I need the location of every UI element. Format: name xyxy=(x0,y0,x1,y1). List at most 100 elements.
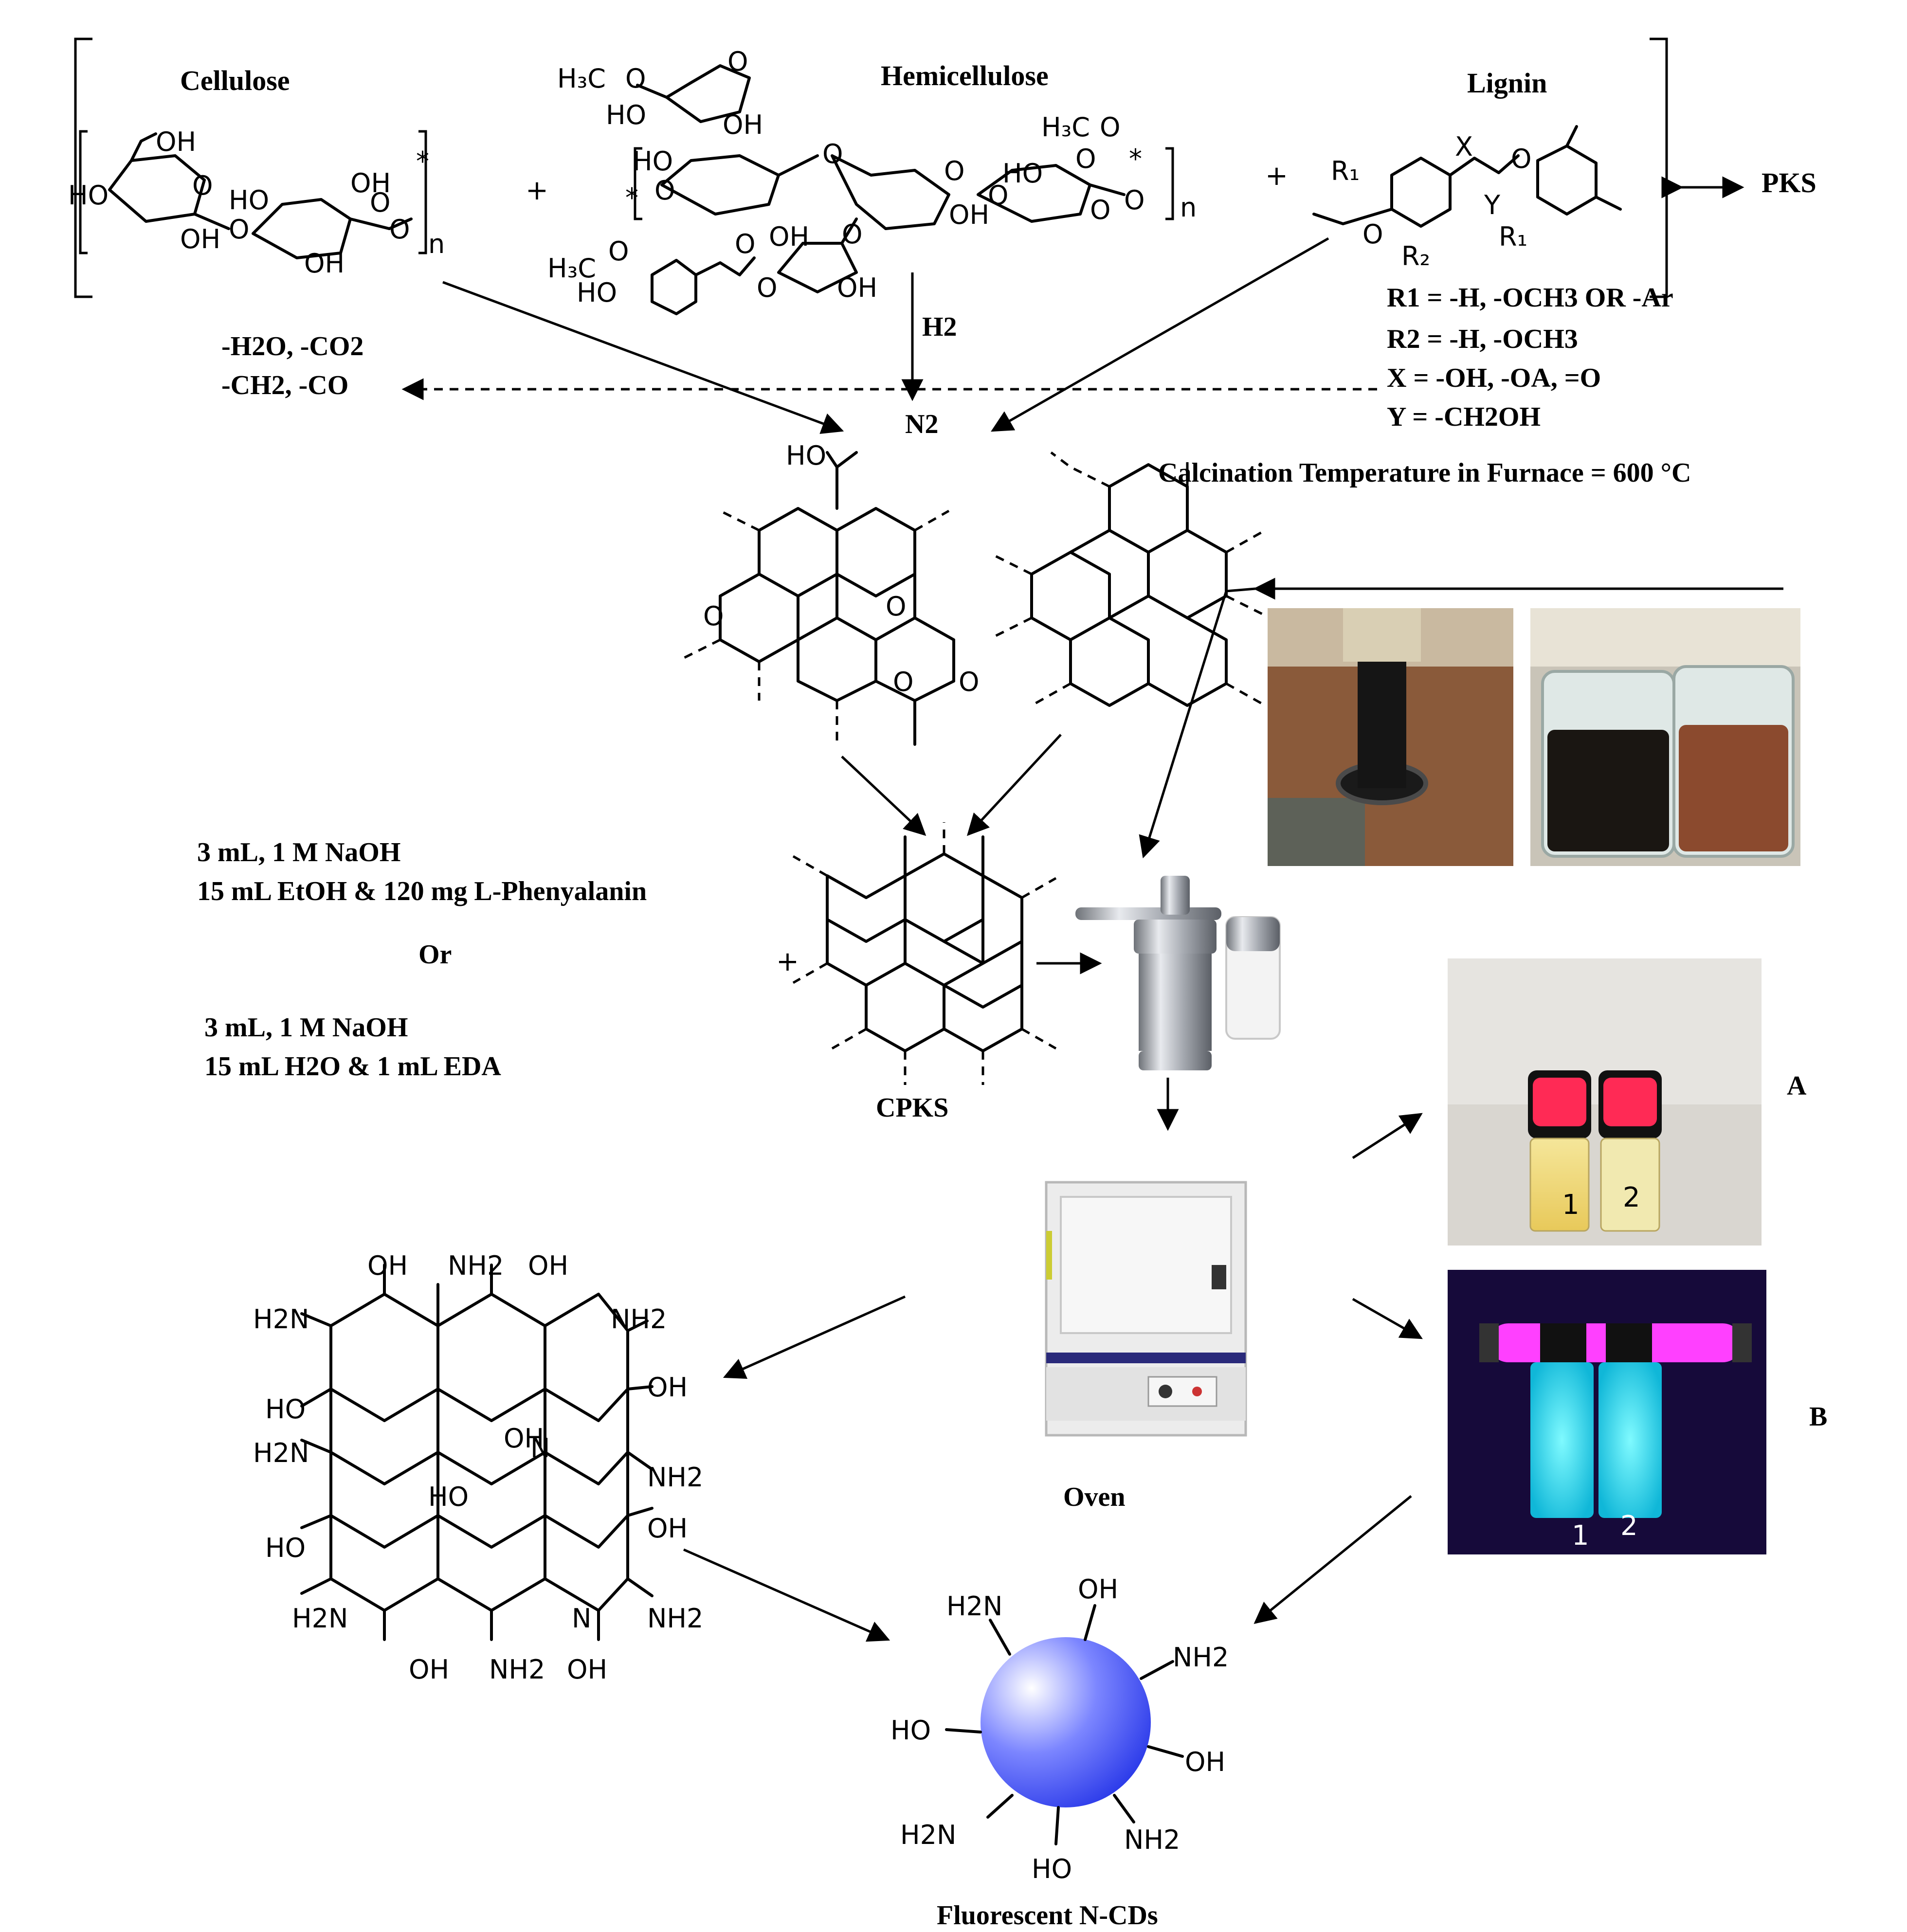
uv-to-dots-arrow xyxy=(1253,1495,1412,1624)
svg-text:Y: Y xyxy=(1484,190,1501,220)
dot-groups: H2N OH NH2 HO OH H2N HO NH2 xyxy=(890,1574,1229,1884)
ncd-groups: OH NH2 OH H2N NH2 HO OH OH H2N NH2 HO HO… xyxy=(253,1250,703,1685)
svg-text:R₁: R₁ xyxy=(1499,221,1527,252)
plus-sign: + xyxy=(776,946,799,977)
calcination-label: Calcination Temperature in Furnace = 600… xyxy=(1158,458,1691,488)
vial-a1-label: 1 xyxy=(1562,1189,1580,1221)
svg-text:O: O xyxy=(370,187,391,218)
svg-text:X = -OH, -OA, =O: X = -OH, -OA, =O xyxy=(1387,363,1601,393)
oven-output-arrows xyxy=(723,1113,1423,1379)
svg-text:X: X xyxy=(1455,131,1473,162)
svg-text:H2N: H2N xyxy=(253,1304,309,1335)
svg-text:HO: HO xyxy=(265,1533,306,1563)
ncd-structure xyxy=(300,1264,654,1641)
svg-text:NH2: NH2 xyxy=(647,1462,703,1493)
cellulose-heading: Cellulose xyxy=(180,65,290,96)
product-label: Fluorescent N-CDs xyxy=(937,1900,1158,1931)
svg-text:OH: OH xyxy=(504,1423,544,1454)
svg-text:N: N xyxy=(572,1603,591,1634)
svg-text:O: O xyxy=(1090,195,1111,225)
char-fragment-oxygenated: HO O O O O xyxy=(680,440,980,746)
svg-text:3 mL, 1 M NaOH: 3 mL, 1 M NaOH xyxy=(197,837,400,867)
svg-text:HO: HO xyxy=(577,277,617,308)
svg-text:O: O xyxy=(625,63,646,94)
svg-text:H2N: H2N xyxy=(292,1603,348,1634)
svg-text:OH: OH xyxy=(1078,1574,1118,1605)
svg-text:HO: HO xyxy=(633,146,673,177)
autoclave-image xyxy=(1075,876,1281,1070)
svg-text:O: O xyxy=(944,156,965,186)
cpks-structure xyxy=(792,822,1057,1085)
byproducts-line2: -CH2, -CO xyxy=(221,370,348,400)
svg-text:HO: HO xyxy=(1032,1854,1072,1884)
svg-text:*: * xyxy=(416,146,429,177)
fluorescent-carbon-dot xyxy=(945,1604,1184,1845)
to-cpks-arrows xyxy=(841,734,1062,836)
svg-text:3 mL, 1 M NaOH: 3 mL, 1 M NaOH xyxy=(204,1012,408,1043)
svg-text:O: O xyxy=(1075,144,1096,174)
svg-text:HO: HO xyxy=(606,100,646,130)
cpks-label: CPKS xyxy=(876,1093,948,1123)
svg-text:NH2: NH2 xyxy=(448,1250,504,1281)
hemicellulose-heading: Hemicellulose xyxy=(881,60,1049,91)
svg-text:O: O xyxy=(735,229,756,259)
svg-text:O: O xyxy=(229,214,250,245)
svg-text:O: O xyxy=(822,139,843,169)
svg-text:OH: OH xyxy=(723,109,763,140)
svg-text:NH2: NH2 xyxy=(1173,1642,1229,1673)
feedstock-bracket xyxy=(74,37,1668,298)
photo-kiln-charcoal xyxy=(1268,608,1513,866)
photo-arrows xyxy=(1139,578,1783,859)
svg-text:O: O xyxy=(703,601,724,632)
svg-text:O: O xyxy=(842,219,863,250)
pyrolysis-arrows xyxy=(401,237,1377,434)
photo-uv-vials xyxy=(1448,1270,1766,1554)
svg-text:NH2: NH2 xyxy=(489,1654,545,1685)
svg-text:OH: OH xyxy=(647,1372,688,1403)
svg-text:15 mL H2O & 1 mL EDA: 15 mL H2O & 1 mL EDA xyxy=(204,1051,501,1082)
svg-text:*: * xyxy=(625,182,638,213)
lignin-heading: Lignin xyxy=(1467,67,1547,99)
svg-text:OH: OH xyxy=(156,126,196,157)
svg-text:O: O xyxy=(1511,144,1532,174)
svg-text:OH: OH xyxy=(180,224,220,254)
svg-text:R₁: R₁ xyxy=(1331,156,1360,186)
oven-label: Oven xyxy=(1063,1482,1126,1512)
panel-a-label: A xyxy=(1787,1071,1807,1101)
svg-text:OH: OH xyxy=(647,1513,688,1544)
byproducts-line1: -H2O, -CO2 xyxy=(221,331,363,361)
plus-sign: + xyxy=(1265,160,1288,192)
svg-text:HO: HO xyxy=(428,1481,469,1512)
svg-text:H2N: H2N xyxy=(253,1438,309,1468)
svg-text:NH2: NH2 xyxy=(611,1304,667,1335)
photo-powder-jars xyxy=(1530,608,1800,866)
svg-text:O: O xyxy=(959,667,980,697)
svg-text:O: O xyxy=(757,272,778,303)
svg-text:OH: OH xyxy=(367,1250,408,1281)
svg-text:HO: HO xyxy=(229,185,269,216)
svg-text:HO: HO xyxy=(68,180,109,211)
h2-label: H2 xyxy=(922,312,957,342)
svg-text:OH: OH xyxy=(837,272,877,303)
svg-text:R2 = -H, -OCH3: R2 = -H, -OCH3 xyxy=(1387,324,1578,354)
svg-text:H₃C: H₃C xyxy=(557,63,606,94)
vial-b1-label: 1 xyxy=(1572,1520,1589,1552)
to-dot-arrow xyxy=(683,1548,890,1642)
lignin-substituents: R1 = -H, -OCH3 OR -Ar R2 = -H, -OCH3 X =… xyxy=(1387,283,1673,432)
photo-daylight-vials xyxy=(1448,958,1762,1246)
svg-text:O: O xyxy=(1124,185,1145,216)
svg-text:OH: OH xyxy=(1185,1747,1225,1777)
svg-text:O: O xyxy=(654,175,675,206)
n2-label: N2 xyxy=(905,409,938,439)
svg-text:OH: OH xyxy=(304,248,345,279)
reagent-options: 3 mL, 1 M NaOH 15 mL EtOH & 120 mg L-Phe… xyxy=(197,837,647,1082)
svg-text:R₂: R₂ xyxy=(1401,241,1430,271)
svg-text:Or: Or xyxy=(418,939,452,970)
svg-text:15 mL EtOH & 120 mg L-Phenyala: 15 mL EtOH & 120 mg L-Phenyalanin xyxy=(197,876,647,906)
svg-text:n: n xyxy=(1180,192,1197,223)
lignin-structure: R₁ X O Y R₁ O R₂ xyxy=(1312,125,1622,271)
svg-text:O: O xyxy=(988,180,1009,211)
svg-text:O: O xyxy=(727,46,748,77)
svg-text:OH: OH xyxy=(949,199,989,230)
